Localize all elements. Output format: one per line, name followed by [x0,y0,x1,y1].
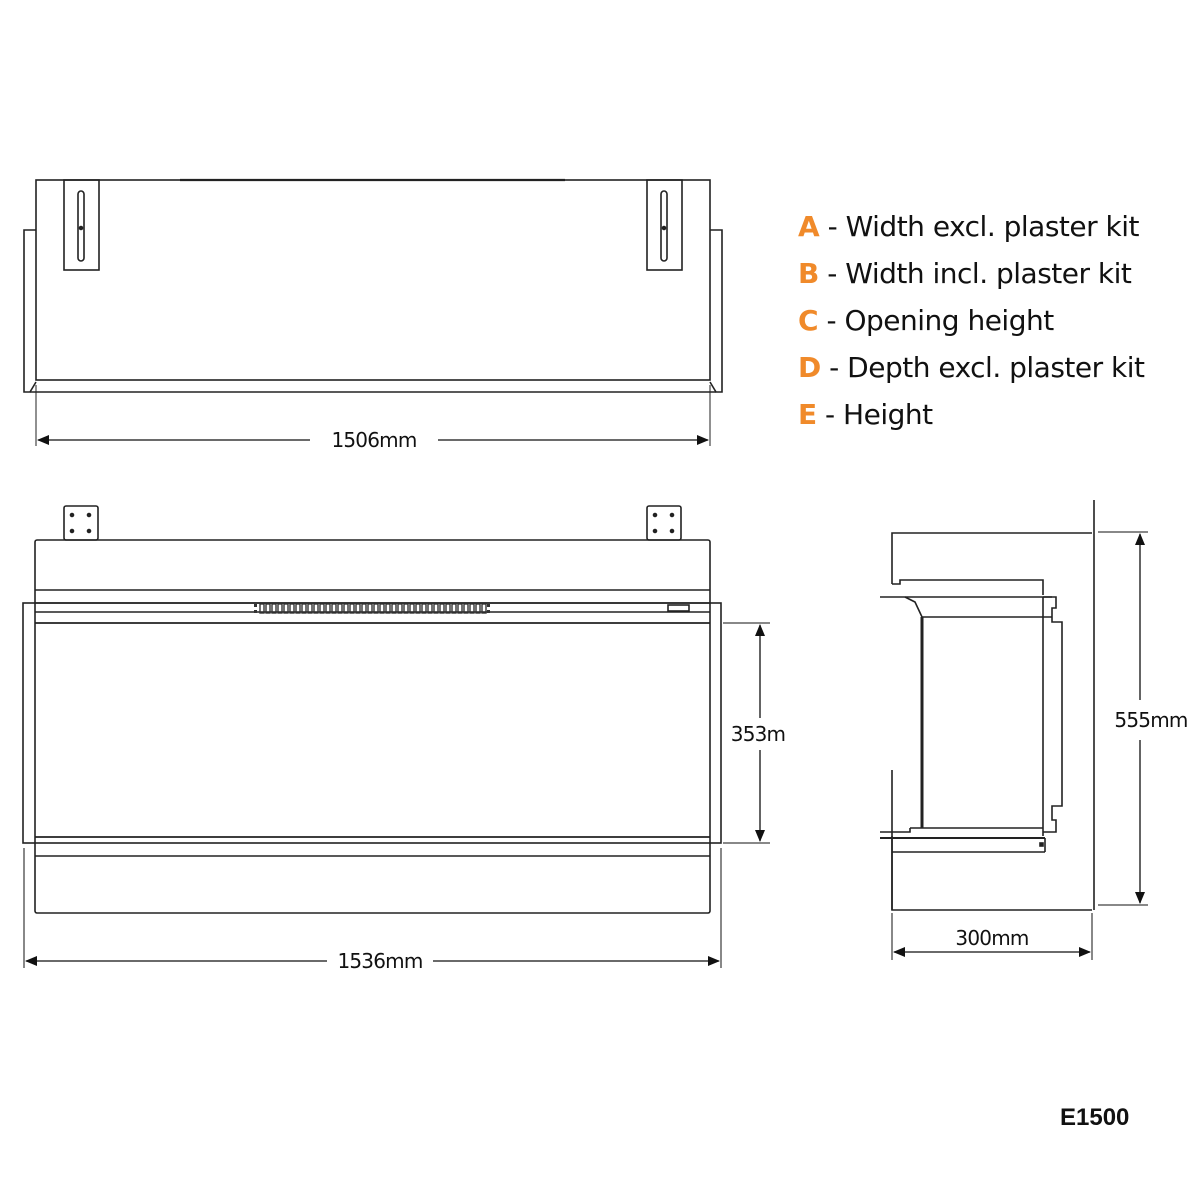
legend-item-d: D - Depth excl. plaster kit [798,351,1145,384]
side-view [880,500,1095,911]
legend-item-a: A - Width excl. plaster kit [798,210,1140,243]
dimension-legend: A - Width excl. plaster kit B - Width in… [798,203,1145,438]
dimension-label-1536: 1536mm [337,949,422,973]
bracket-right-front [646,505,682,541]
top-view [23,178,723,446]
front-view [22,505,722,914]
legend-item-e: E - Height [798,398,933,431]
model-number: E1500 [1060,1104,1130,1131]
bracket-left-front [63,505,99,541]
dimension-label-555: 555mm [1114,708,1187,732]
dimension-opening-height: 353m [723,622,786,844]
vent-grille [254,604,490,613]
bracket-right-top [646,179,683,271]
control-slot [667,604,690,612]
dimension-side-depth: 300mm [891,913,1093,960]
legend-item-c: C - Opening height [798,304,1054,337]
legend-item-b: B - Width incl. plaster kit [798,257,1132,290]
dimension-side-height: 555mm [1098,531,1188,906]
dimension-label-1506: 1506mm [331,428,416,452]
dimension-top-width: 1506mm [37,428,709,452]
dimension-front-width: 1536mm [23,848,722,973]
dimension-label-353: 353m [731,722,785,746]
bracket-left-top [63,179,100,271]
dimension-label-300: 300mm [955,926,1028,950]
vent-grille-bars [259,603,487,614]
